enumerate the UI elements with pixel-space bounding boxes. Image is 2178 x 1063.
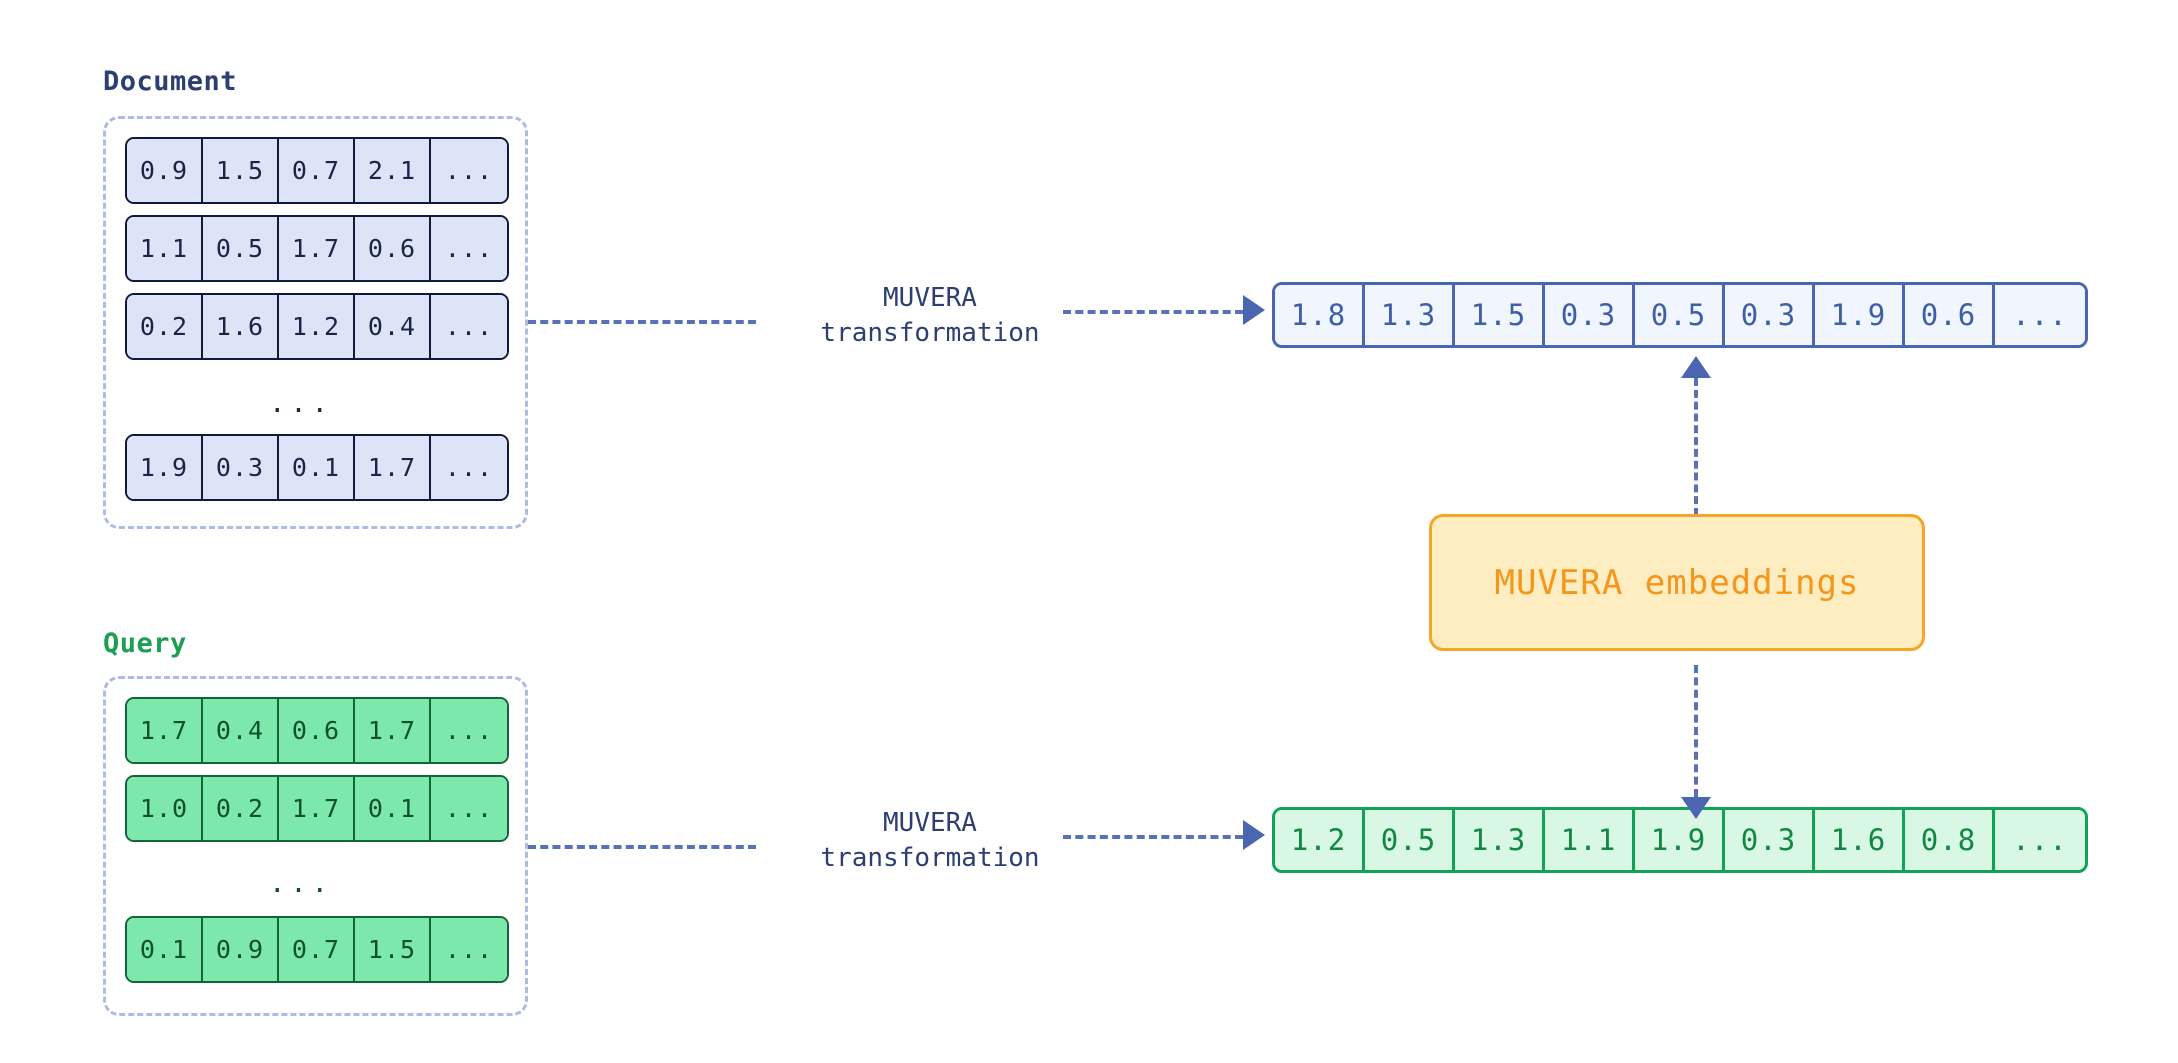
query-token-row: 0.1 0.9 0.7 1.5 ... bbox=[125, 916, 509, 983]
vector-cell: 1.7 bbox=[355, 699, 431, 762]
vector-cell: 1.0 bbox=[127, 777, 203, 840]
vector-cell-ellipsis: ... bbox=[431, 918, 507, 981]
vector-cell: 1.5 bbox=[355, 918, 431, 981]
vector-cell: 1.2 bbox=[279, 295, 355, 358]
document-token-row: 0.2 1.6 1.2 0.4 ... bbox=[125, 293, 509, 360]
vector-cell-ellipsis: ... bbox=[431, 295, 507, 358]
arrow-down-icon bbox=[1681, 797, 1711, 819]
vector-cell: 0.6 bbox=[355, 217, 431, 280]
vector-cell: 1.6 bbox=[1815, 810, 1905, 870]
document-rows-ellipsis: ... bbox=[269, 388, 333, 419]
document-to-transform-connector bbox=[528, 320, 756, 324]
vector-cell: 1.3 bbox=[1365, 285, 1455, 345]
vector-cell: 1.7 bbox=[355, 436, 431, 499]
vector-cell-ellipsis: ... bbox=[1995, 810, 2085, 870]
document-section-label: Document bbox=[103, 66, 238, 97]
query-rows-ellipsis: ... bbox=[269, 868, 333, 899]
document-token-row: 1.1 0.5 1.7 0.6 ... bbox=[125, 215, 509, 282]
vector-cell: 1.9 bbox=[127, 436, 203, 499]
vector-cell: 0.3 bbox=[1545, 285, 1635, 345]
vector-cell: 0.4 bbox=[355, 295, 431, 358]
vector-cell: 0.3 bbox=[1725, 810, 1815, 870]
vector-cell-ellipsis: ... bbox=[431, 436, 507, 499]
vector-cell: 0.4 bbox=[203, 699, 279, 762]
document-transform-label: MUVERA transformation bbox=[820, 283, 1040, 349]
query-to-transform-connector bbox=[528, 845, 756, 849]
arrow-right-icon bbox=[1243, 295, 1265, 325]
vector-cell-ellipsis: ... bbox=[431, 139, 507, 202]
vector-cell: 0.8 bbox=[1905, 810, 1995, 870]
vector-cell: 1.5 bbox=[1455, 285, 1545, 345]
vector-cell: 1.7 bbox=[279, 217, 355, 280]
arrow-up-icon bbox=[1681, 356, 1711, 378]
vector-cell: 0.3 bbox=[1725, 285, 1815, 345]
query-transform-label: MUVERA transformation bbox=[820, 808, 1040, 874]
embeddings-to-document-output-connector bbox=[1694, 378, 1698, 516]
vector-cell: 0.1 bbox=[127, 918, 203, 981]
vector-cell-ellipsis: ... bbox=[431, 699, 507, 762]
vector-cell: 1.1 bbox=[127, 217, 203, 280]
query-token-row: 1.7 0.4 0.6 1.7 ... bbox=[125, 697, 509, 764]
query-token-row: 1.0 0.2 1.7 0.1 ... bbox=[125, 775, 509, 842]
vector-cell: 0.5 bbox=[1635, 285, 1725, 345]
transform-to-document-output-connector bbox=[1063, 310, 1243, 314]
vector-cell: 2.1 bbox=[355, 139, 431, 202]
vector-cell: 1.7 bbox=[127, 699, 203, 762]
vector-cell: 0.5 bbox=[203, 217, 279, 280]
vector-cell-ellipsis: ... bbox=[1995, 285, 2085, 345]
vector-cell: 0.9 bbox=[203, 918, 279, 981]
transform-to-query-output-connector bbox=[1063, 835, 1243, 839]
vector-cell: 1.2 bbox=[1275, 810, 1365, 870]
query-muvera-embedding-vector: 1.2 0.5 1.3 1.1 1.9 0.3 1.6 0.8 ... bbox=[1272, 807, 2088, 873]
vector-cell: 0.3 bbox=[203, 436, 279, 499]
vector-cell: 0.9 bbox=[127, 139, 203, 202]
document-token-row: 0.9 1.5 0.7 2.1 ... bbox=[125, 137, 509, 204]
embeddings-to-query-output-connector bbox=[1694, 665, 1698, 797]
vector-cell: 0.6 bbox=[279, 699, 355, 762]
document-muvera-embedding-vector: 1.8 1.3 1.5 0.3 0.5 0.3 1.9 0.6 ... bbox=[1272, 282, 2088, 348]
muvera-embeddings-label: MUVERA embeddings bbox=[1494, 562, 1860, 603]
vector-cell: 1.9 bbox=[1635, 810, 1725, 870]
vector-cell: 1.5 bbox=[203, 139, 279, 202]
vector-cell: 0.2 bbox=[203, 777, 279, 840]
query-section-label: Query bbox=[103, 628, 187, 659]
vector-cell: 0.1 bbox=[279, 436, 355, 499]
arrow-right-icon bbox=[1243, 820, 1265, 850]
vector-cell: 1.7 bbox=[279, 777, 355, 840]
vector-cell: 0.6 bbox=[1905, 285, 1995, 345]
vector-cell: 1.3 bbox=[1455, 810, 1545, 870]
vector-cell: 0.7 bbox=[279, 139, 355, 202]
vector-cell-ellipsis: ... bbox=[431, 217, 507, 280]
vector-cell: 1.8 bbox=[1275, 285, 1365, 345]
vector-cell: 0.1 bbox=[355, 777, 431, 840]
vector-cell: 1.1 bbox=[1545, 810, 1635, 870]
vector-cell: 0.7 bbox=[279, 918, 355, 981]
vector-cell-ellipsis: ... bbox=[431, 777, 507, 840]
vector-cell: 0.2 bbox=[127, 295, 203, 358]
vector-cell: 1.6 bbox=[203, 295, 279, 358]
document-token-row: 1.9 0.3 0.1 1.7 ... bbox=[125, 434, 509, 501]
muvera-embeddings-callout: MUVERA embeddings bbox=[1429, 514, 1925, 651]
vector-cell: 1.9 bbox=[1815, 285, 1905, 345]
vector-cell: 0.5 bbox=[1365, 810, 1455, 870]
